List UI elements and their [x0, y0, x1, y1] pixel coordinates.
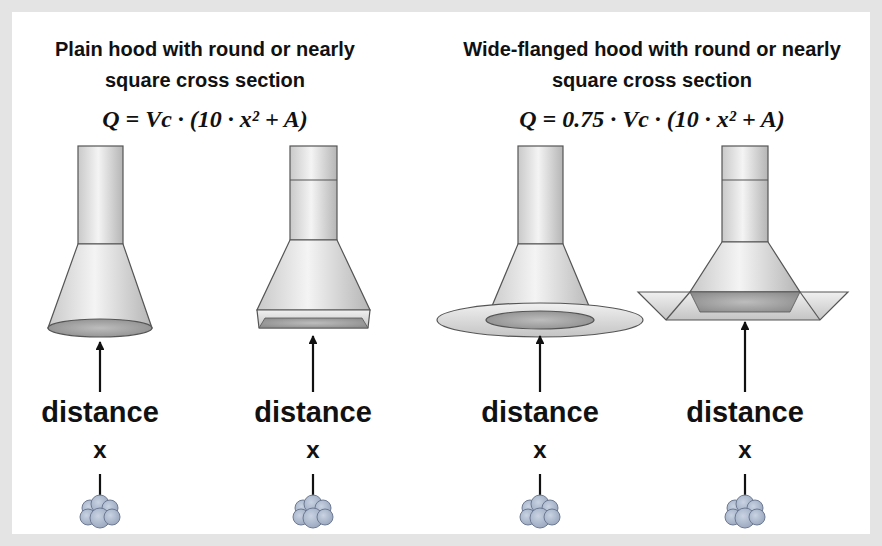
distance-label: distance	[686, 396, 804, 429]
flow-formula: Q = 0.75 · Vc · (10 · x² + A)	[519, 106, 785, 133]
section-heading: Plain hood with round or nearly square c…	[40, 34, 370, 96]
distance-symbol: x	[93, 436, 106, 464]
distance-label: distance	[41, 396, 159, 429]
section-heading: Wide-flanged hood with round or nearly s…	[457, 34, 847, 96]
distance-symbol: x	[306, 436, 319, 464]
distance-label: distance	[481, 396, 599, 429]
distance-symbol: x	[533, 436, 546, 464]
distance-symbol: x	[738, 436, 751, 464]
distance-label: distance	[254, 396, 372, 429]
flow-formula: Q = Vc · (10 · x² + A)	[102, 106, 308, 133]
